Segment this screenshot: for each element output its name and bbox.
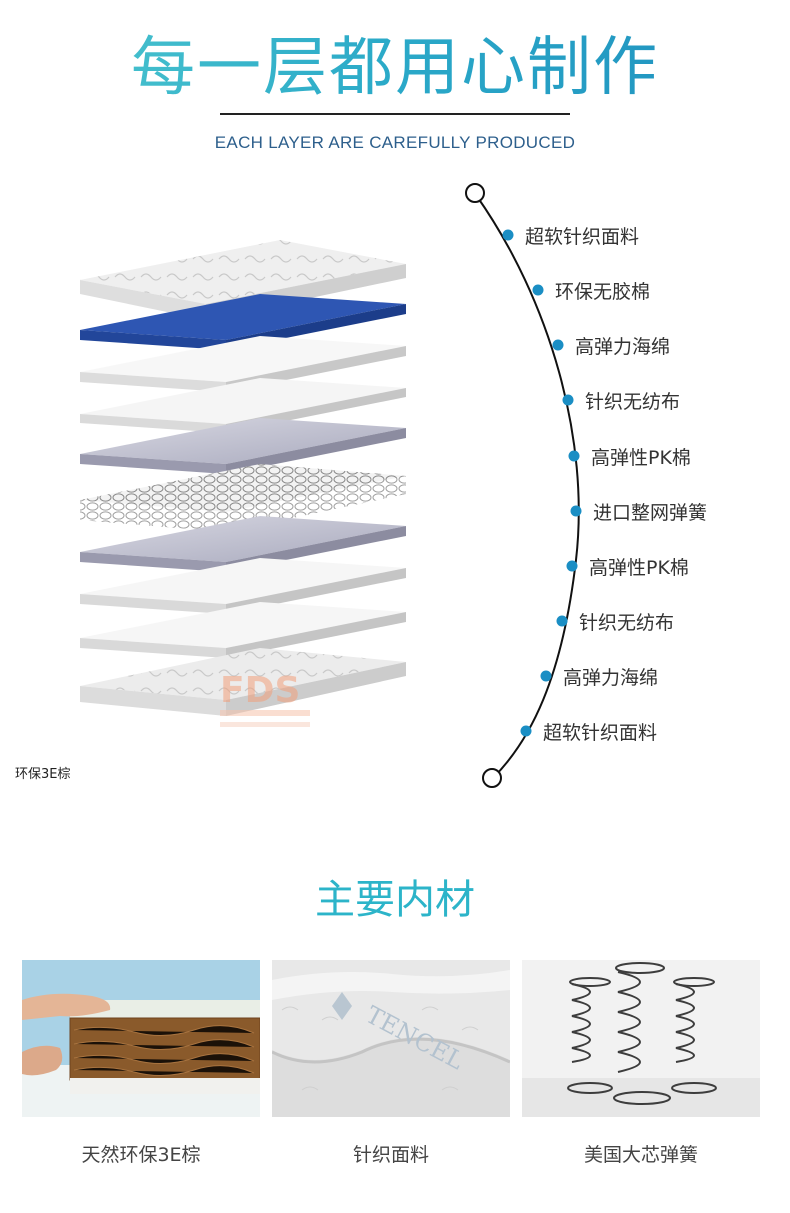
- layer-dot-10: [520, 725, 532, 737]
- material-card-coir: [22, 960, 260, 1117]
- layer-dot-9: [540, 670, 552, 682]
- watermark-text: FDS: [220, 670, 300, 711]
- curve-start-circle: [465, 183, 485, 203]
- layer-label-2: 环保无胶棉: [555, 281, 651, 303]
- layer-white-4: [80, 602, 406, 658]
- layer-dot-5: [568, 450, 580, 462]
- material-card-knit: TENCEL: [272, 960, 510, 1117]
- curve-line: [465, 183, 582, 788]
- layer-label-1: 超软针织面料: [525, 226, 640, 248]
- layer-label-curve: [440, 180, 790, 790]
- page-title: 每一层都用心制作: [0, 28, 790, 108]
- layer-dot-4: [562, 394, 574, 406]
- layer-label-7: 高弹性PK棉: [589, 557, 689, 579]
- layer-label-9: 高弹力海绵: [563, 667, 659, 689]
- layer-label-6: 进口整网弹簧: [593, 502, 708, 524]
- layer-quilted-bottom: [80, 648, 406, 716]
- title-divider: [220, 113, 570, 115]
- layer-dot-8: [556, 615, 568, 627]
- layer-dot-1: [502, 229, 514, 241]
- knit-fabric-image: TENCEL: [272, 960, 510, 1117]
- layer-label-4: 针织无纺布: [585, 391, 681, 413]
- tencel-leaf-icon: [332, 992, 352, 1020]
- layer-gray-1: [80, 418, 406, 474]
- coir-image: [22, 960, 260, 1117]
- page-subtitle: EACH LAYER ARE CAREFULLY PRODUCED: [214, 133, 576, 152]
- materials-title: 主要内材: [315, 877, 475, 923]
- material-caption-coir: 天然环保3E棕: [81, 1144, 201, 1166]
- layer-label-8: 针织无纺布: [579, 612, 675, 634]
- material-caption-knit: 针织面料: [352, 1144, 429, 1166]
- curve-end-circle: [482, 768, 502, 788]
- layer-label-3: 高弹力海绵: [575, 336, 671, 358]
- layer-dot-6: [570, 505, 582, 517]
- mattress-layer-stack: [60, 232, 430, 767]
- watermark-logo: FDS: [218, 664, 318, 734]
- layer-white-3: [80, 558, 406, 614]
- layer-label-5: 高弹性PK棉: [591, 447, 691, 469]
- layer-stack-illustration: [80, 240, 406, 716]
- material-caption-spring: 美国大芯弹簧: [583, 1144, 698, 1166]
- layer-label-10: 超软针织面料: [543, 722, 658, 744]
- material-card-spring: [522, 960, 760, 1117]
- stack-caption: 环保3E棕: [15, 767, 71, 782]
- layer-dot-3: [552, 339, 564, 351]
- layer-dot-2: [532, 284, 544, 296]
- spring-image: [522, 960, 760, 1117]
- layer-dot-7: [566, 560, 578, 572]
